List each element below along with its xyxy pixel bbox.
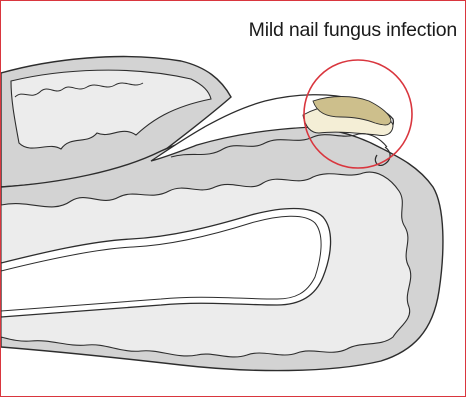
diagram-caption: Mild nail fungus infection	[249, 19, 457, 42]
